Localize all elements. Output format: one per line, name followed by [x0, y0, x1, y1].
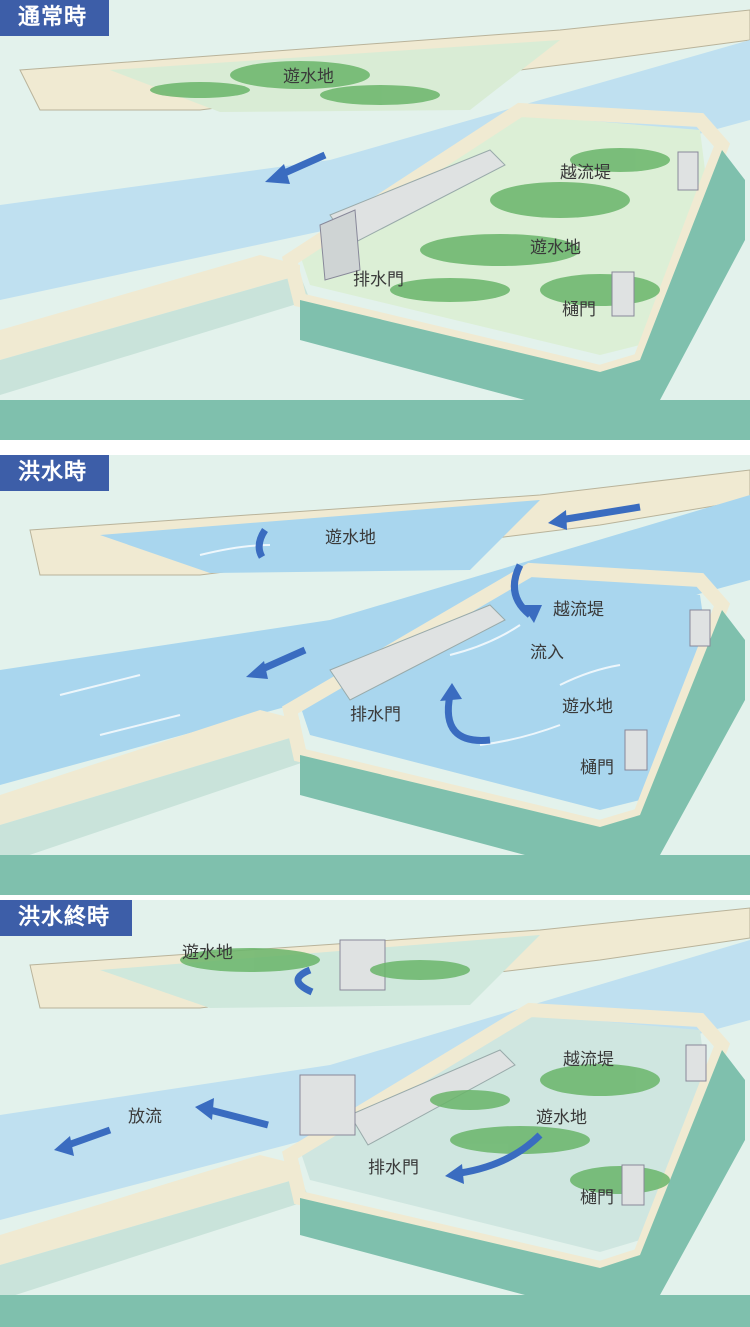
label-drain-gate: 排水門 [368, 1158, 419, 1178]
drain-gate-structure [319, 209, 361, 281]
drain-gate-raised [299, 1074, 356, 1136]
river-channel [0, 40, 750, 300]
basin-wall-face [300, 150, 745, 420]
panel-title-normal: 通常時 [0, 0, 110, 36]
flood-illustration [0, 455, 750, 895]
normal-illustration [0, 0, 750, 440]
label-inflow: 流入 [530, 643, 564, 663]
label-basin-upper: 遊水地 [182, 943, 233, 963]
panel-flood-end: 洪水終時 遊水地 越流堤 遊水地 放流 排水門 樋門 [0, 900, 750, 1327]
label-basin-upper: 遊水地 [325, 528, 376, 548]
label-sluice: 樋門 [580, 1188, 614, 1208]
label-basin-lower: 遊水地 [562, 697, 613, 717]
label-sluice: 樋門 [562, 300, 596, 320]
panel-title-flood-end: 洪水終時 [0, 900, 133, 936]
label-overflow-levee: 越流堤 [560, 163, 611, 183]
label-drain-gate: 排水門 [350, 705, 401, 725]
label-overflow-levee: 越流堤 [563, 1050, 614, 1070]
near-levee-face [0, 275, 310, 395]
near-levee-top [0, 255, 300, 360]
panel-title-flood: 洪水時 [0, 455, 110, 491]
flow-arrow [278, 151, 327, 179]
upper-basin-flooded [100, 500, 540, 573]
label-discharge: 放流 [128, 1107, 162, 1127]
label-basin-lower: 遊水地 [536, 1108, 587, 1128]
sluice-gate-upper [677, 151, 699, 191]
label-sluice: 樋門 [580, 758, 614, 778]
label-basin-lower: 遊水地 [530, 238, 581, 258]
sluice-gate-lower [611, 271, 635, 317]
lower-basin-flooded [300, 575, 705, 810]
label-basin-upper: 遊水地 [283, 67, 334, 87]
label-drain-gate: 排水門 [353, 270, 404, 290]
panel-normal: 通常時 遊水地 越流堤 遊水地 排水門 樋門 [0, 0, 750, 440]
panel-flood: 洪水時 遊水地 越流堤 流入 遊水地 排水門 樋門 [0, 455, 750, 895]
flood-end-illustration [0, 900, 750, 1327]
label-overflow-levee: 越流堤 [553, 600, 604, 620]
